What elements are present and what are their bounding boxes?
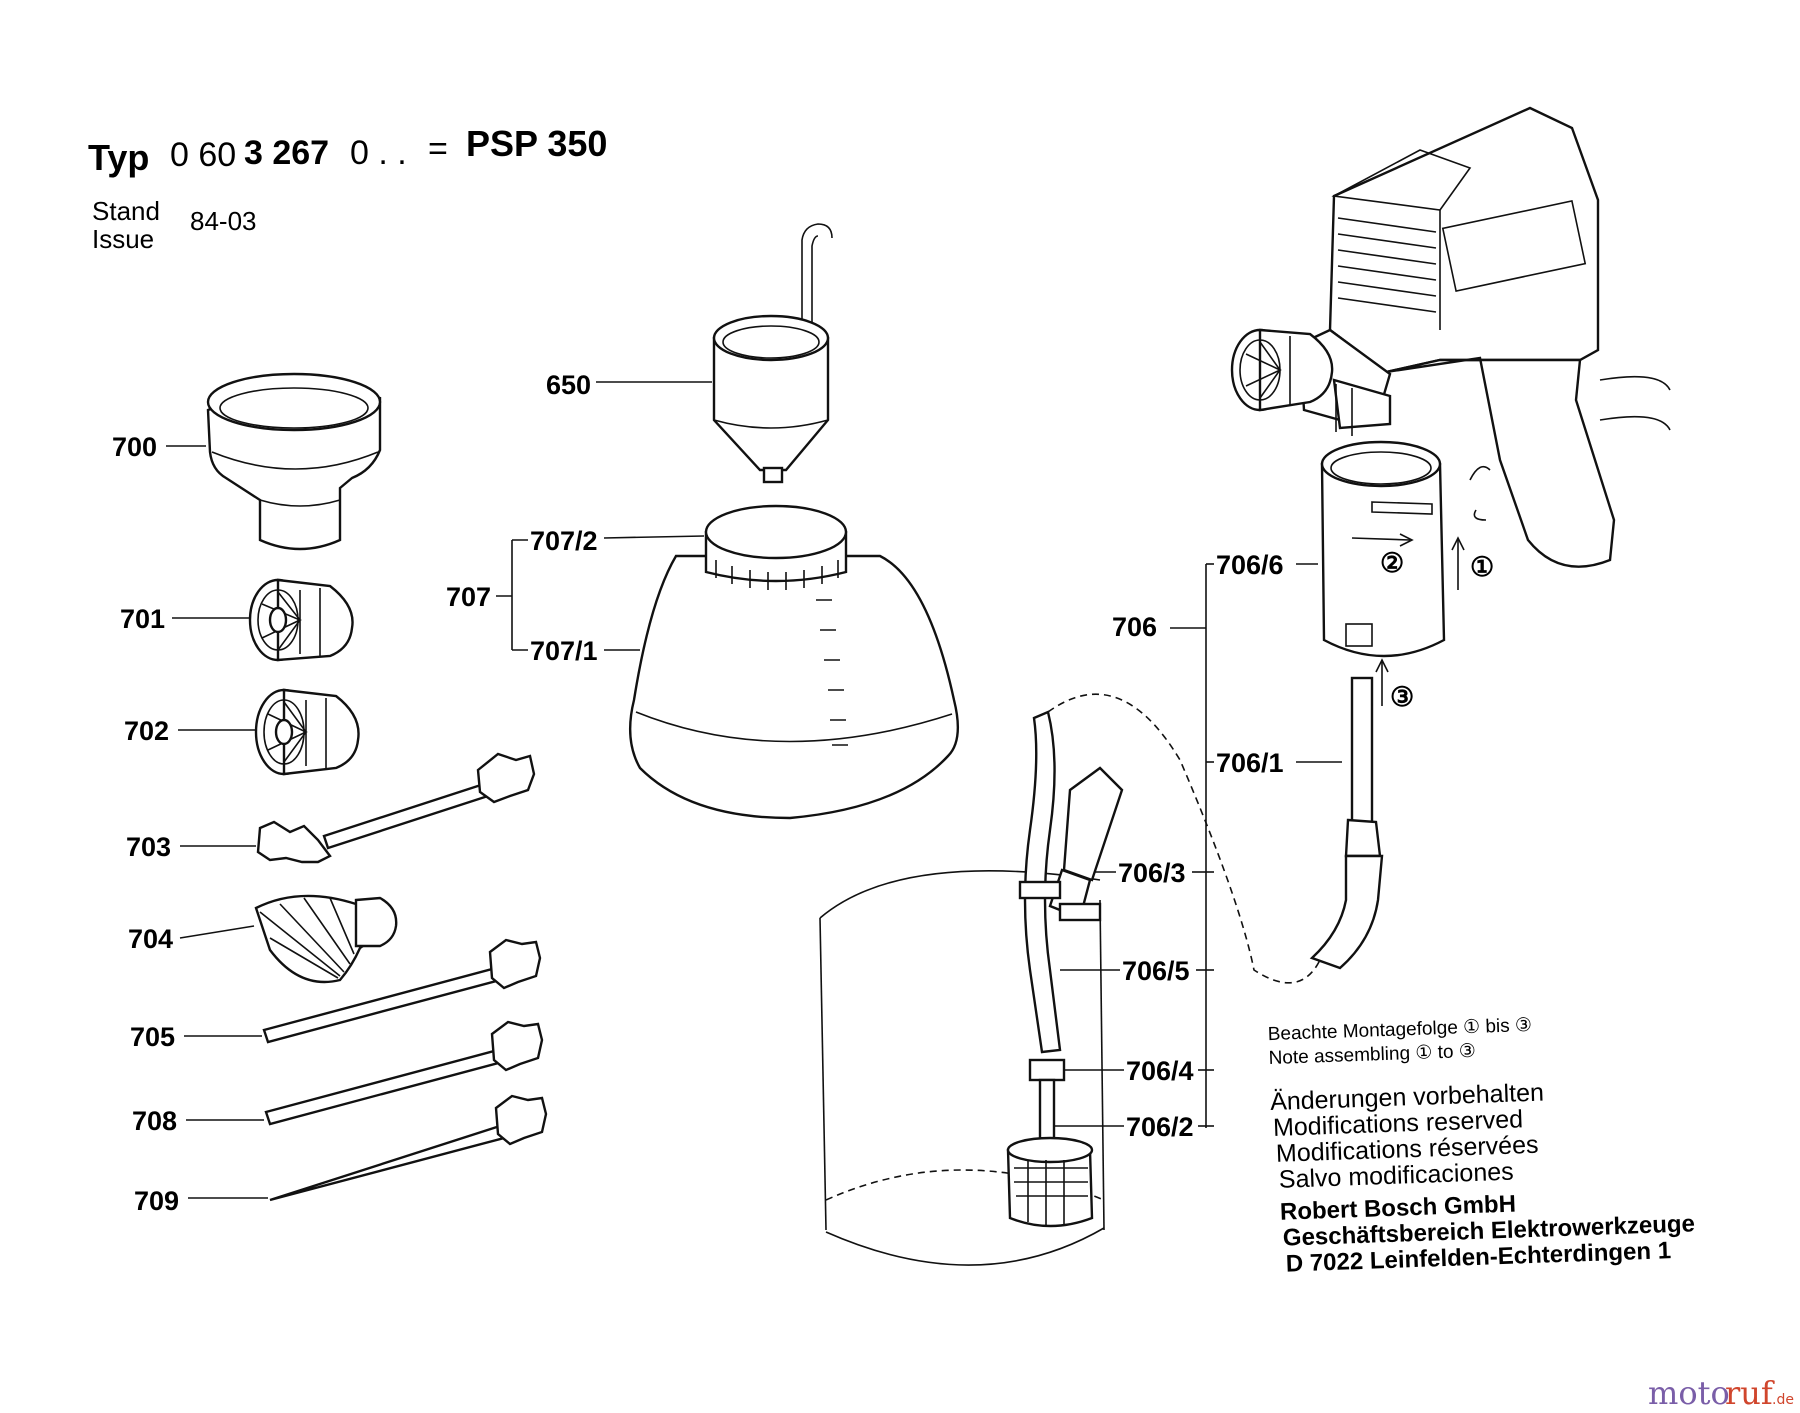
header-equals: = bbox=[428, 130, 448, 168]
label-707-2: 707/2 bbox=[530, 526, 598, 556]
part-709-pointed-needle bbox=[269, 1094, 548, 1202]
watermark-logo: moto ruf .de bbox=[1648, 1374, 1794, 1412]
part-702-cone-nozzle bbox=[254, 688, 360, 776]
label-700: 700 bbox=[112, 432, 157, 462]
part-703-extension bbox=[256, 752, 536, 864]
header-stand: Stand bbox=[92, 196, 160, 226]
header-issue: Issue bbox=[92, 224, 154, 254]
label-703: 703 bbox=[126, 832, 171, 862]
part-708-needle bbox=[264, 1020, 544, 1126]
header-number-a: 0 60 bbox=[170, 136, 236, 174]
note-assembly-en: Note assembling ① to ③ bbox=[1268, 1041, 1476, 1069]
notes-block: Beachte Montagefolge ① bis ③ Note assemb… bbox=[1267, 1015, 1695, 1278]
part-650-cup bbox=[712, 223, 833, 484]
part-701-cone-nozzle bbox=[248, 578, 354, 662]
watermark-part2: ruf bbox=[1725, 1374, 1775, 1412]
label-706-3: 706/3 bbox=[1118, 858, 1186, 888]
part-700-nozzle-cup bbox=[206, 372, 382, 551]
label-706-4: 706/4 bbox=[1126, 1056, 1194, 1086]
label-709: 709 bbox=[134, 1186, 179, 1216]
part-704-wide-cone bbox=[254, 894, 398, 984]
watermark-part1: moto bbox=[1648, 1374, 1730, 1412]
label-706-6: 706/6 bbox=[1216, 550, 1284, 580]
part-spray-gun bbox=[1230, 106, 1671, 568]
label-701: 701 bbox=[120, 604, 165, 634]
step-1-marker: ① bbox=[1470, 552, 1494, 582]
watermark-part3: .de bbox=[1772, 1392, 1794, 1408]
header-date: 84-03 bbox=[190, 206, 257, 236]
part-706-6-cup bbox=[1320, 440, 1446, 658]
part-707-container bbox=[629, 504, 960, 820]
step-3-arrow bbox=[1375, 658, 1389, 706]
label-704: 704 bbox=[128, 924, 173, 954]
header: Typ 0 60 3 267 0 . . = PSP 350 Stand Iss… bbox=[88, 123, 607, 254]
step-3-marker: ③ bbox=[1390, 682, 1414, 712]
label-705: 705 bbox=[130, 1022, 175, 1052]
note-assembly-de: Beachte Montagefolge ① bis ③ bbox=[1267, 1015, 1532, 1045]
label-707-1: 707/1 bbox=[530, 636, 598, 666]
label-706: 706 bbox=[1112, 612, 1157, 642]
header-typ: Typ bbox=[88, 137, 149, 178]
label-706-1: 706/1 bbox=[1216, 748, 1284, 778]
label-707: 707 bbox=[446, 582, 491, 612]
label-708: 708 bbox=[132, 1106, 177, 1136]
part-706-1-tube bbox=[1309, 676, 1384, 970]
part-706-suction-hose bbox=[1006, 693, 1321, 1228]
header-number-c: 0 . . bbox=[350, 134, 407, 172]
label-706-2: 706/2 bbox=[1126, 1112, 1194, 1142]
header-model: PSP 350 bbox=[466, 123, 607, 164]
part-705-needle bbox=[262, 938, 542, 1044]
group-706-bracket bbox=[1170, 563, 1214, 1128]
step-2-marker: ② bbox=[1380, 548, 1404, 578]
label-650: 650 bbox=[546, 370, 591, 400]
header-number-b: 3 267 bbox=[244, 134, 329, 172]
label-706-5: 706/5 bbox=[1122, 956, 1190, 986]
label-702: 702 bbox=[124, 716, 169, 746]
step-1-arrow bbox=[1451, 536, 1465, 590]
